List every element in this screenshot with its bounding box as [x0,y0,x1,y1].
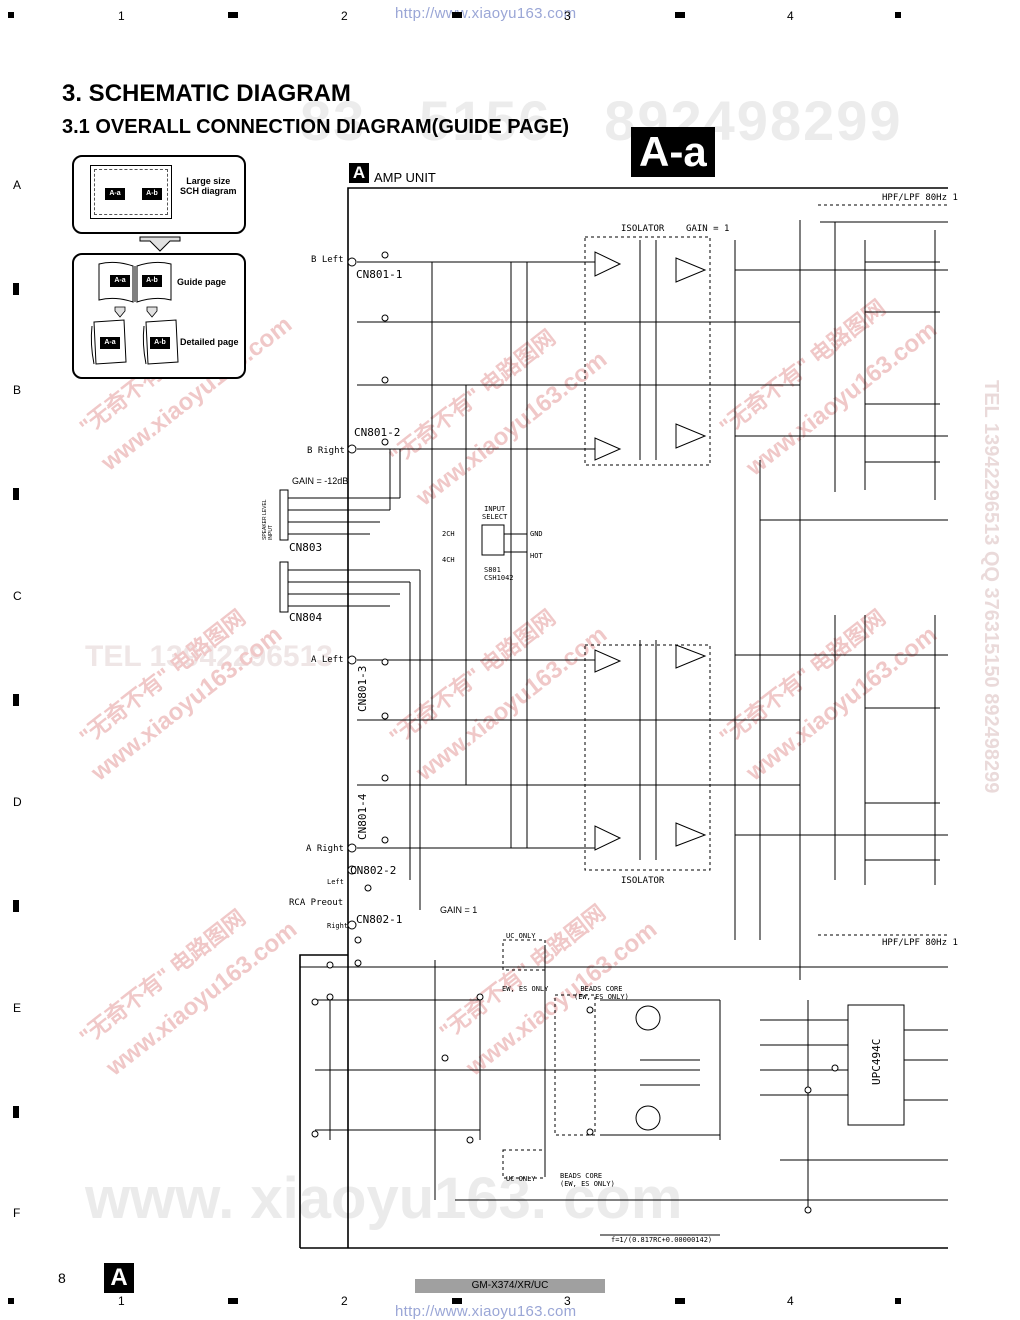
connector-cn801-4: CN801-4 [356,793,369,840]
input-b-left: B Left [311,255,344,265]
grid-marker [8,12,14,18]
connector-cn801-2: CN801-2 [354,426,401,439]
rca-right-label: Right [327,922,349,930]
grid-marker [452,12,462,18]
connector-cn802-1: CN802-1 [356,913,403,926]
tag-ab-1: A-b [142,188,162,200]
page-badge: A-a [631,127,715,177]
input-select-label: INPUT SELECT [482,505,508,521]
uc-only-label: UC ONLY [506,932,536,940]
ew-es-only-label: EW, ES ONLY [502,985,549,993]
row-letter-c: C [13,589,22,603]
isolator-top-label: ISOLATOR GAIN = 1 [621,224,730,234]
row-letter-a: A [13,178,22,192]
footer-url[interactable]: http://www.xiaoyu163.com [395,1303,577,1320]
grid-marker [452,1298,462,1304]
page-subtitle: 3.1 OVERALL CONNECTION DIAGRAM(GUIDE PAG… [62,116,570,138]
ch-2-label: 2CH [442,530,455,538]
row-letter-e: E [13,1001,22,1015]
amp-unit-box: A [349,163,369,183]
row-letter-d: D [13,795,22,809]
col-number-3-bottom: 3 [564,1294,571,1308]
row-letter-f: F [13,1206,21,1220]
formula-label: f=1/(0.817RC+0.00000142) [611,1236,713,1244]
gain-rca-label: GAIN = 1 [440,905,478,915]
grid-marker [675,12,685,18]
col-number-1: 1 [118,9,125,23]
model-bar: GM-X374/XR/UC [415,1279,605,1293]
ch-4-label: 4CH [442,556,455,564]
row-letter-b: B [13,383,22,397]
connector-cn801-1: CN801-1 [356,268,403,281]
grid-marker [895,12,901,18]
tag-aa-2: A-a [110,275,130,287]
hot-label: HOT [530,552,543,560]
grid-marker [895,1298,901,1304]
watermark-site-bottom: www. xiaoyu163. com [85,1166,683,1231]
isolator-bottom-label: ISOLATOR [621,876,665,886]
connector-cn802-2: CN802-2 [350,864,397,877]
large-size-label: Large size SCH diagram [180,176,237,196]
header-url[interactable]: http://www.xiaoyu163.com [395,5,577,22]
footer-unit-box: A [104,1263,134,1293]
ic-upc494c-label: UPC494C [870,1038,883,1085]
large-size-sheet-inner [94,169,168,215]
grid-marker [675,1298,685,1304]
uc-only-label-bottom: UC ONLY [506,1175,536,1183]
guide-down-arrow [139,236,181,252]
col-number-3: 3 [564,9,571,23]
tag-ab-3: A-b [150,337,170,349]
col-number-1-bottom: 1 [118,1294,125,1308]
gnd-label: GND [530,530,543,538]
filter-bottom-label: HPF/LPF 80Hz 1 [882,938,958,948]
input-a-left: A Left [311,655,344,665]
col-number-2: 2 [341,9,348,23]
col-number-4: 4 [787,9,794,23]
beads-core-bottom-label: BEADS CORE (EW, ES ONLY) [560,1172,615,1188]
page-title: 3. SCHEMATIC DIAGRAM [62,80,351,107]
s801-label: S801 CSH1042 [484,566,514,582]
tag-ab-2: A-b [142,275,162,287]
grid-marker [8,1298,14,1304]
tag-aa-3: A-a [100,337,120,349]
grid-marker [13,900,19,912]
gain-speaker-label: GAIN = -12dB [292,476,349,486]
input-rca-preout: RCA Preout [289,898,344,908]
watermark-phone-top: 83 5156 892498299 [300,89,903,152]
grid-marker [228,1298,238,1304]
grid-marker [228,12,238,18]
grid-marker [13,283,19,295]
beads-core-top-label: BEADS CORE (EW, ES ONLY) [574,985,629,1001]
input-b-right: B Right [307,446,345,456]
speaker-level-input-label: SPEAKER LEVEL INPUT [262,499,274,540]
grid-marker [13,488,19,500]
watermark-mid-tel: TEL 13942296513 [85,640,333,673]
input-a-right: A Right [306,844,344,854]
split-arrows-icon [114,306,158,318]
connector-cn804: CN804 [289,611,323,624]
filter-top-label: HPF/LPF 80Hz 1 [882,193,958,203]
grid-marker [13,1106,19,1118]
connector-cn803: CN803 [289,541,323,554]
tag-aa-1: A-a [105,188,125,200]
col-number-2-bottom: 2 [341,1294,348,1308]
col-number-4-bottom: 4 [787,1294,794,1308]
guide-page-label: Guide page [177,277,227,287]
detailed-page-label: Detailed page [180,337,239,347]
connector-cn801-3: CN801-3 [356,665,369,712]
amp-unit-label: AMP UNIT [374,170,436,185]
rca-left-label: Left [327,878,344,886]
page-number: 8 [58,1270,66,1286]
grid-marker [13,694,19,706]
